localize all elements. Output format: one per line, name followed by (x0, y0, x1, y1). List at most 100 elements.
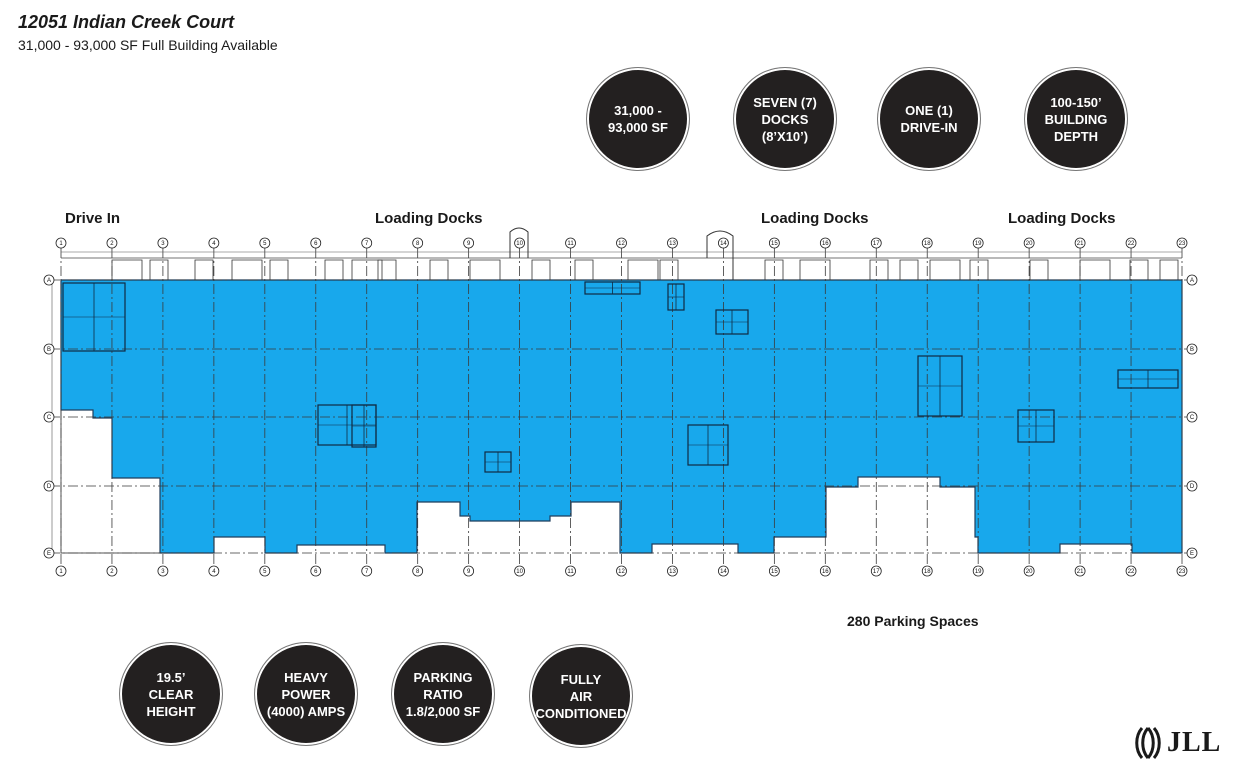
grid-bubble (43, 480, 55, 492)
grid-column-number: 16 (822, 569, 829, 575)
grid-bubble (463, 565, 475, 577)
dock-door (1129, 259, 1149, 280)
grid-row-letter: B (1190, 347, 1194, 353)
grid-column-number: 5 (263, 241, 267, 247)
grid-bubble (514, 565, 525, 577)
grid-bubble (412, 237, 424, 249)
grid-column-number: 14 (720, 241, 727, 247)
grid-column-number: 21 (1077, 241, 1084, 247)
badge-docks: SEVEN (7) DOCKS (8’X10’) (734, 68, 836, 170)
grid-column-number: 14 (720, 569, 727, 575)
grid-bubble (768, 237, 780, 249)
grid-column-number: 6 (314, 241, 318, 247)
grid-bubble (718, 237, 729, 249)
grid-bubble (106, 237, 118, 249)
grid-bubble (1186, 411, 1198, 423)
grid-bubble (667, 237, 678, 249)
grid-bubble (463, 237, 475, 249)
grid-bubble (1125, 565, 1137, 577)
grid-bubble (870, 237, 882, 249)
grid-bubble (43, 343, 55, 355)
availability-subtitle: 31,000 - 93,000 SF Full Building Availab… (18, 37, 278, 53)
grid-bubble (921, 565, 933, 577)
property-address: 12051 Indian Creek Court (18, 12, 235, 32)
grid-column-number: 23 (1179, 569, 1186, 575)
grid-bubble (1186, 274, 1198, 286)
grid-column-number: 16 (822, 241, 829, 247)
dock-door (899, 259, 919, 280)
grid-column-number: 10 (516, 241, 523, 247)
dock-door (531, 259, 551, 280)
grid-row-letter: C (47, 415, 52, 421)
ramp (509, 227, 529, 258)
grid-bubble (259, 565, 271, 577)
dock-door (269, 259, 289, 280)
dock-door (1079, 259, 1111, 280)
grid-column-number: 15 (771, 569, 778, 575)
dock-door (1159, 259, 1179, 280)
grid-column-number: 2 (110, 569, 114, 575)
drive-in-label: Drive In (65, 210, 121, 227)
grid-bubble (208, 565, 220, 577)
grid-bubble (1186, 480, 1198, 492)
grid-column-number: 3 (161, 569, 165, 575)
grid-column-number: 20 (1026, 569, 1033, 575)
grid-column-number: 11 (567, 569, 574, 575)
grid-column-number: 7 (365, 569, 369, 575)
grid-row-letter: A (1190, 278, 1194, 284)
grid-column-number: 11 (567, 241, 574, 247)
dock-door (469, 259, 501, 280)
grid-bubble (819, 565, 831, 577)
dock-door (429, 259, 449, 280)
grid-row-letter: A (47, 278, 51, 284)
grid-bubble (514, 237, 525, 249)
grid-column-number: 7 (365, 241, 369, 247)
grid-column-number: 8 (416, 569, 420, 575)
dock-door (574, 259, 594, 280)
grid-column-number: 21 (1077, 569, 1084, 575)
grid-bubble (1186, 343, 1198, 355)
dock-door (799, 259, 831, 280)
grid-bubble (412, 565, 424, 577)
badge-clear-height: 19.5’ CLEAR HEIGHT (120, 643, 222, 745)
grid-row-letter: B (47, 347, 51, 353)
grid-column-number: 17 (873, 241, 880, 247)
grid-column-number: 18 (924, 241, 931, 247)
grid-column-number: 1 (59, 241, 63, 247)
grid-bubble (1125, 237, 1137, 249)
grid-bubble (361, 237, 373, 249)
grid-bubble (55, 237, 67, 249)
badge-heavy-power: HEAVY POWER (4000) AMPS (255, 643, 357, 745)
badge-building-depth: 100-150’ BUILDING DEPTH (1025, 68, 1127, 170)
grid-column-number: 13 (669, 569, 676, 575)
grid-bubble (361, 565, 373, 577)
dock-door (149, 259, 169, 280)
grid-bubble (1186, 547, 1198, 559)
grid-bubble (208, 237, 220, 249)
dock-door (929, 259, 961, 280)
dock-door (194, 259, 214, 280)
grid-column-number: 23 (1179, 241, 1186, 247)
dock-doors (61, 227, 1182, 280)
grid-bubble (157, 565, 169, 577)
grid-row-letter: C (1190, 415, 1195, 421)
grid-row-letter: D (47, 484, 52, 490)
grid-column-number: 9 (467, 241, 471, 247)
grid-bubble (921, 237, 933, 249)
grid-column-number: 17 (873, 569, 880, 575)
grid-bubble (616, 565, 627, 577)
grid-column-number: 9 (467, 569, 471, 575)
parking-spaces-label: 280 Parking Spaces (847, 613, 979, 629)
grid-bubble (972, 237, 984, 249)
grid-column-number: 4 (212, 241, 216, 247)
grid-bubbles: 1122334455667788991010111112121313141415… (43, 237, 1198, 577)
grid-bubble (43, 547, 55, 559)
grid-column-number: 5 (263, 569, 267, 575)
grid-bubble (565, 565, 576, 577)
dock-door (231, 259, 263, 280)
grid-bubble (43, 411, 55, 423)
grid-bubble (565, 237, 576, 249)
grid-bubble (106, 565, 118, 577)
grid-bubble (1176, 237, 1188, 249)
